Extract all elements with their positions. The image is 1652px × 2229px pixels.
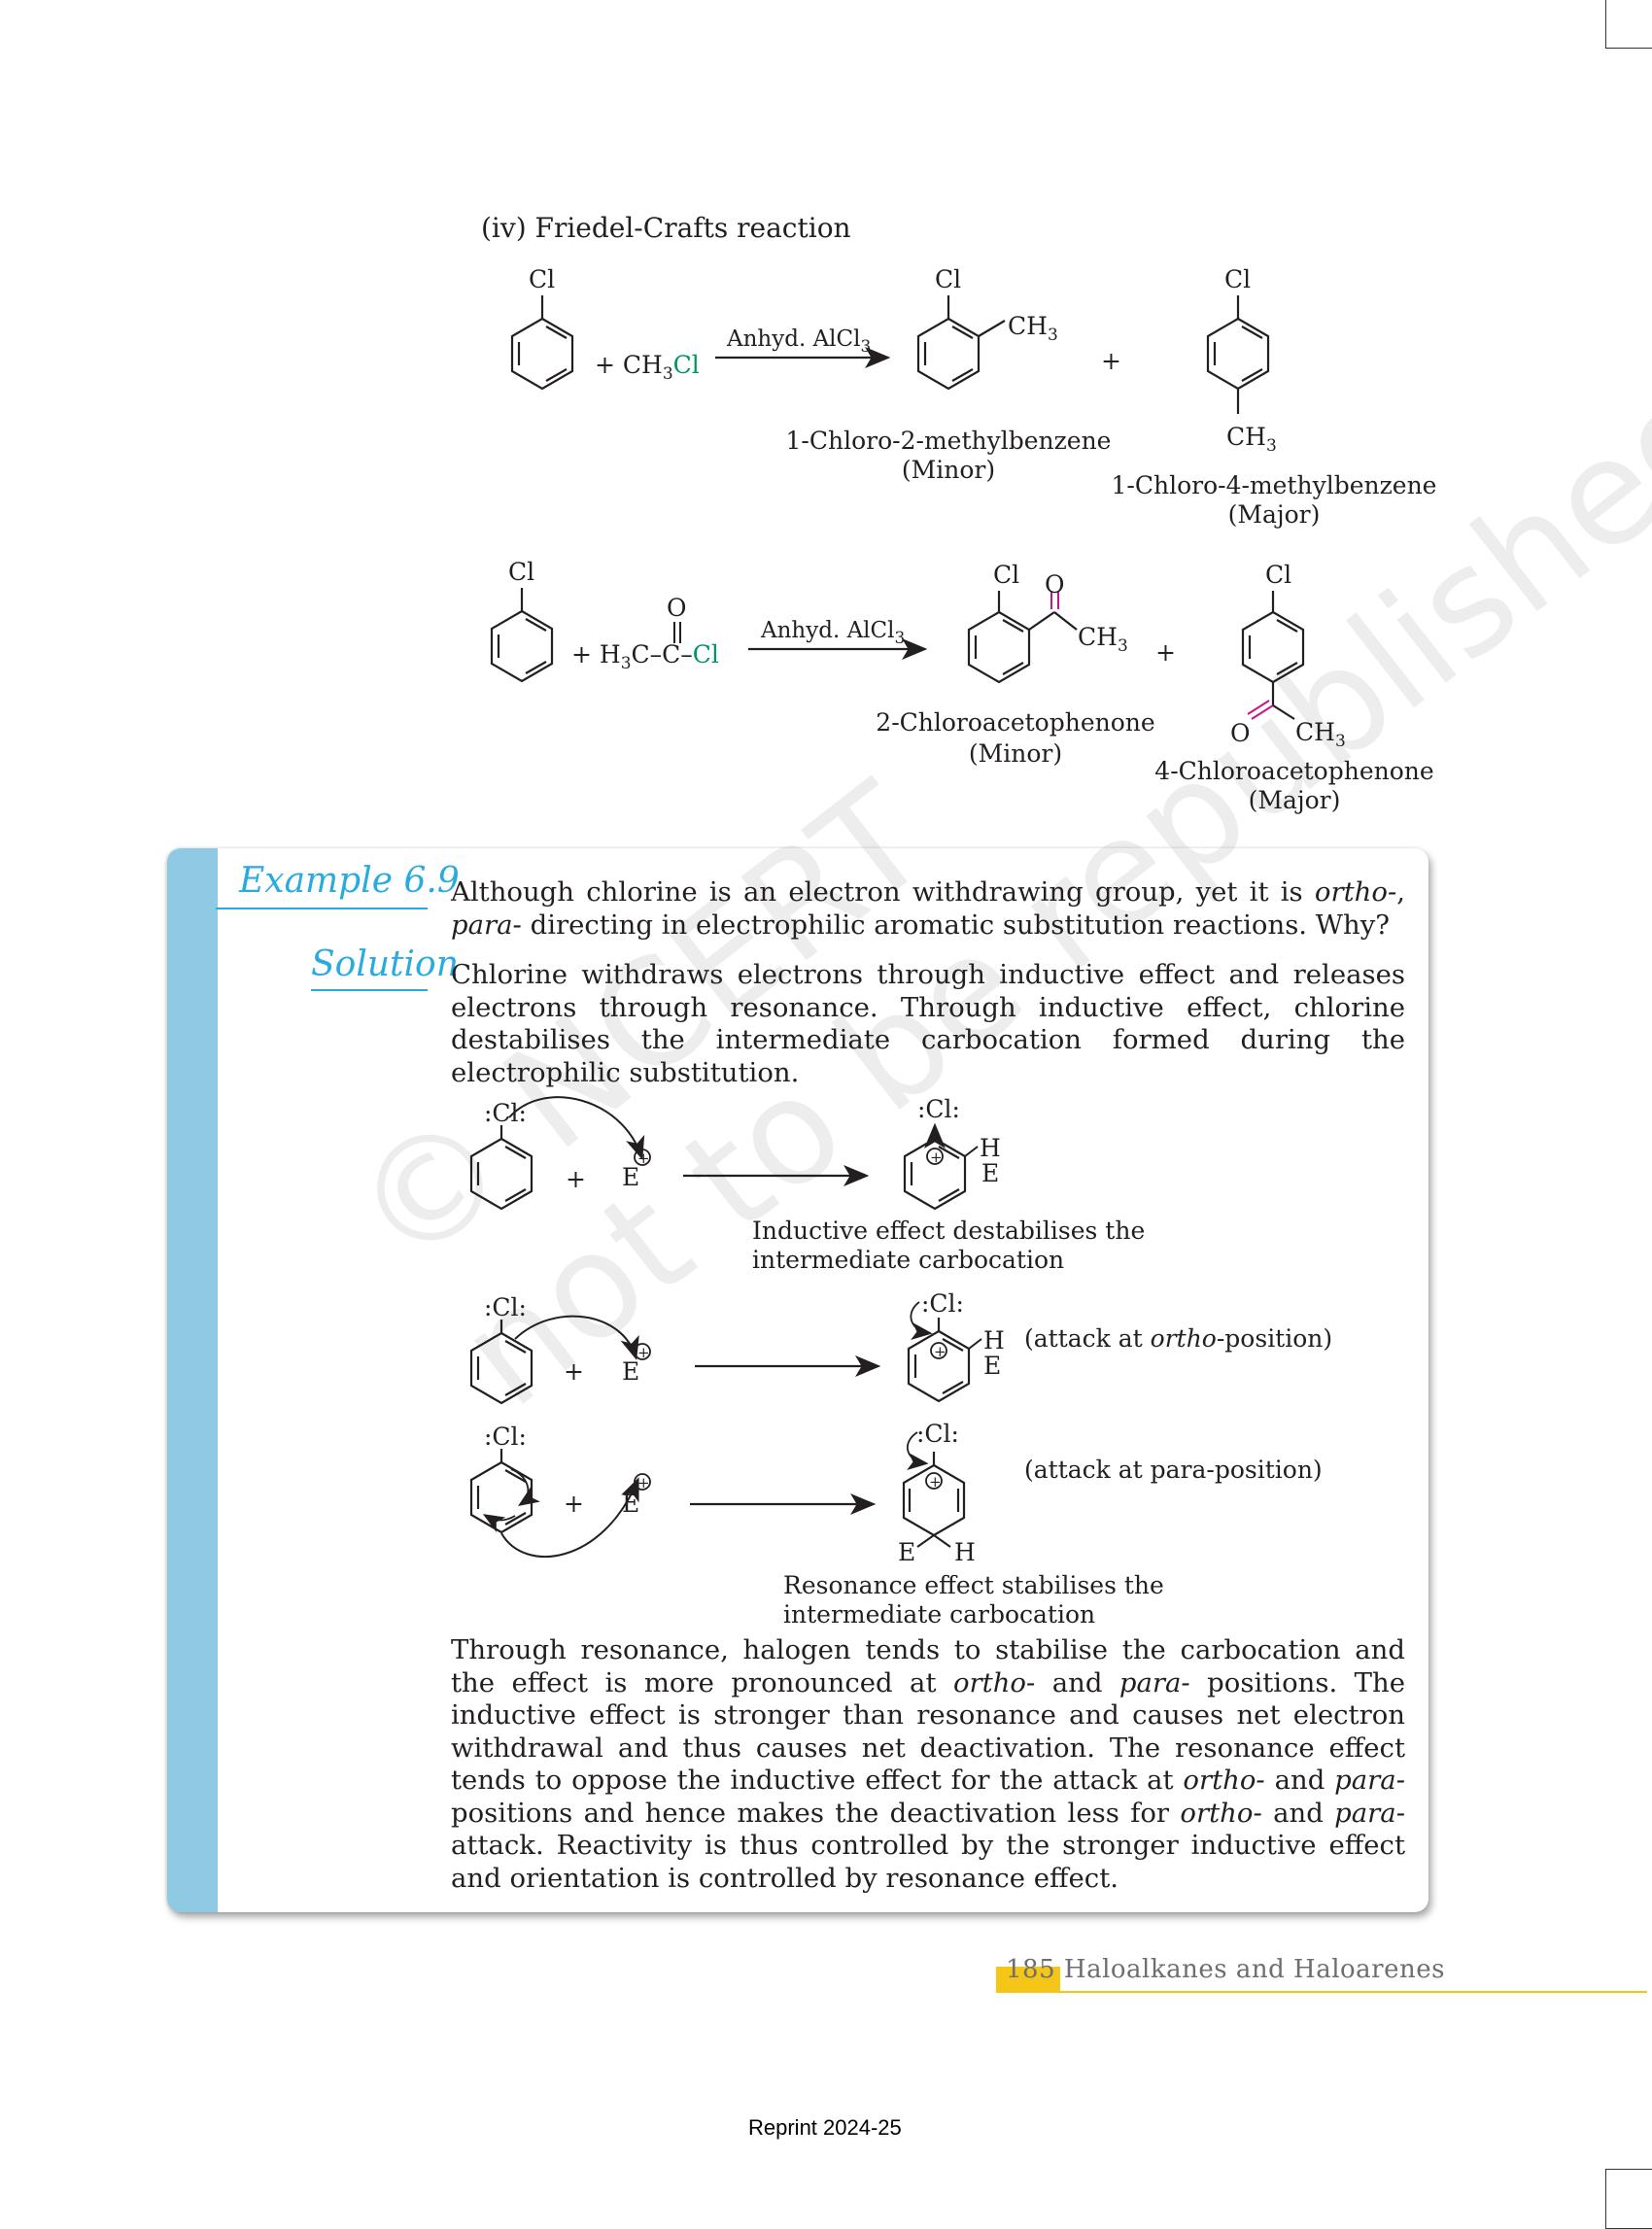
r2-p2-cl: Cl [1265,561,1291,589]
mech2-e2: E [983,1352,1001,1380]
conclusion-segment: para- [1334,1765,1405,1796]
svg-text:+: + [637,1474,650,1492]
conclusion-segment: para- [1334,1797,1405,1829]
caption-inductive: Inductive effect destabilises the interm… [752,1217,1145,1275]
caption-inductive-line1: Inductive effect destabilises the [752,1217,1146,1245]
mech3-e2: E [898,1538,915,1566]
solution-intro: Chlorine withdraws electrons through ind… [451,959,1405,1088]
reaction-2: Cl + H3C–C–Cl O Anhyd. AlCl3 Cl O CH3 + … [490,558,1434,814]
chapter-title: Haloalkanes and Haloarenes [1063,1955,1445,1984]
r1-p2-ch3: CH3 [1226,423,1277,456]
section-title: (iv) Friedel-Crafts reaction [481,212,851,244]
r2-p1-tag: (Minor) [969,739,1062,768]
caption-resonance-line2: intermediate carbocation [783,1600,1096,1629]
r1-arrow-label: Anhyd. AlCl3 [726,326,871,357]
example-box [167,848,1428,1912]
solution-label: Solution [311,944,459,984]
r2-p2-ch3: CH3 [1295,718,1346,751]
svg-text:+: + [637,1344,650,1361]
conclusion-segment: Through resonance, halogen tends to stab… [451,1634,1405,1698]
r2-p1-o: O [1045,570,1065,599]
reaction-1: Cl + CH3Cl Anhyd. AlCl3 Cl CH3 + Cl CH3 … [510,265,1437,529]
r2-p1-cl: Cl [993,561,1019,589]
mech2-cl: :Cl: [484,1293,527,1321]
r2-p2-name: 4-Chloroacetophenone [1154,757,1433,785]
mechanism-inductive: :Cl: + E + :Cl: + H E [469,1095,1001,1211]
r1-p1-ch3: CH3 [1008,312,1058,345]
mech1-cl: :Cl: [484,1099,527,1127]
caption-resonance-line1: Resonance effect stabilises the [783,1571,1164,1599]
r2-arrow-label: Anhyd. AlCl3 [760,618,905,648]
conclusion-segment: para- [1119,1666,1190,1698]
r1-p2-cl: Cl [1224,265,1251,293]
example-question: Although chlorine is an electron withdra… [451,876,1405,941]
r2-reactant-cl: Cl [508,558,534,586]
mech1-p-cl: :Cl: [917,1095,960,1123]
svg-text:+: + [929,1473,942,1491]
r2-plus: + [1155,638,1176,667]
r1-reactant-cl: Cl [529,265,555,293]
r2-reagent-o: O [667,594,687,622]
mech3-plus: + [564,1490,584,1518]
mech1-plus: + [566,1165,586,1193]
solution-underline [311,989,428,991]
conclusion-segment: attack. Reactivity is thus controlled by… [451,1830,1405,1894]
r1-p1-cl: Cl [935,265,961,293]
r2-p2-o: O [1230,719,1251,747]
mechanism-ortho: :Cl: + E + :Cl: + H E (attack at ortho-p… [469,1289,1332,1405]
conclusion-segment: positions. The inductive effect is stron… [451,1666,1405,1797]
mech2-e: E [622,1357,639,1386]
conclusion-segment: and [1261,1797,1335,1829]
mechanism-para: :Cl: + E + :Cl: + E H (attack at para-po… [469,1420,1323,1566]
mech2-p-cl: :Cl: [921,1289,964,1318]
r1-p2-tag: (Major) [1228,500,1321,529]
conclusion-segment: ortho- [952,1666,1036,1698]
r2-p2-tag: (Major) [1249,786,1341,814]
r2-reagent: + H3C–C–Cl [571,640,719,673]
mech2-h: H [983,1326,1005,1355]
conclusion-segment: and [1264,1765,1335,1796]
r1-reagent: + CH3Cl [595,351,700,384]
r1-p1-name: 1-Chloro-2-methylbenzene [786,427,1112,455]
conclusion-segment: and [1035,1666,1119,1698]
example-label: Example 6.9 [239,861,460,901]
mech3-p-cl: :Cl: [916,1420,959,1448]
mech3-h: H [954,1538,976,1566]
svg-text:+: + [930,1149,943,1166]
mech2-plus: + [564,1357,584,1386]
crop-mark-top-right [1605,0,1652,49]
conclusion-segment: ortho- [1180,1797,1262,1829]
conclusion-segment: ortho- [1183,1765,1265,1796]
mech3-e: E [622,1490,639,1518]
mech1-e2: E [981,1159,999,1187]
example-stripe [167,848,218,1912]
caption-inductive-line2: intermediate carbocation [752,1246,1065,1274]
r2-p1-name: 2-Chloroacetophenone [876,708,1154,737]
mech3-cl: :Cl: [484,1423,527,1451]
ortho-note: (attack at ortho-position) [1024,1324,1332,1353]
reprint-note: Reprint 2024-25 [748,2115,902,2140]
r2-p1-ch3: CH3 [1078,623,1128,656]
solution-conclusion: Through resonance, halogen tends to stab… [451,1634,1405,1895]
svg-text:+: + [934,1343,946,1360]
r1-plus: + [1101,347,1121,375]
mech1-e: E [622,1163,639,1191]
footer-rule [996,1991,1647,1993]
example-underline [216,908,428,909]
r1-p2-name: 1-Chloro-4-methylbenzene [1112,471,1437,499]
footer: 185 Haloalkanes and Haloarenes [1006,1955,1445,1984]
para-note: (attack at para-position) [1024,1456,1323,1484]
conclusion-segment: positions and hence makes the deactivati… [451,1797,1181,1829]
svg-text:+: + [637,1149,650,1167]
page-number: 185 [1006,1955,1056,1984]
caption-resonance: Resonance effect stabilises the intermed… [783,1571,1164,1629]
footer-page-badge [996,1967,1060,1992]
r1-p1-tag: (Minor) [902,456,995,484]
mech1-h: H [980,1134,1001,1162]
